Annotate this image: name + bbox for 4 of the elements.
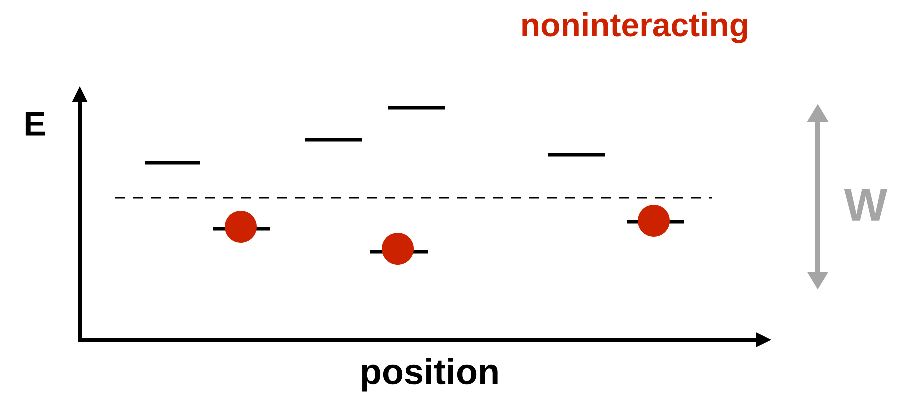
title: noninteracting xyxy=(522,12,748,44)
axis-label: position xyxy=(362,358,498,392)
axis-label: W xyxy=(844,189,888,221)
axis-label: E xyxy=(26,112,46,136)
